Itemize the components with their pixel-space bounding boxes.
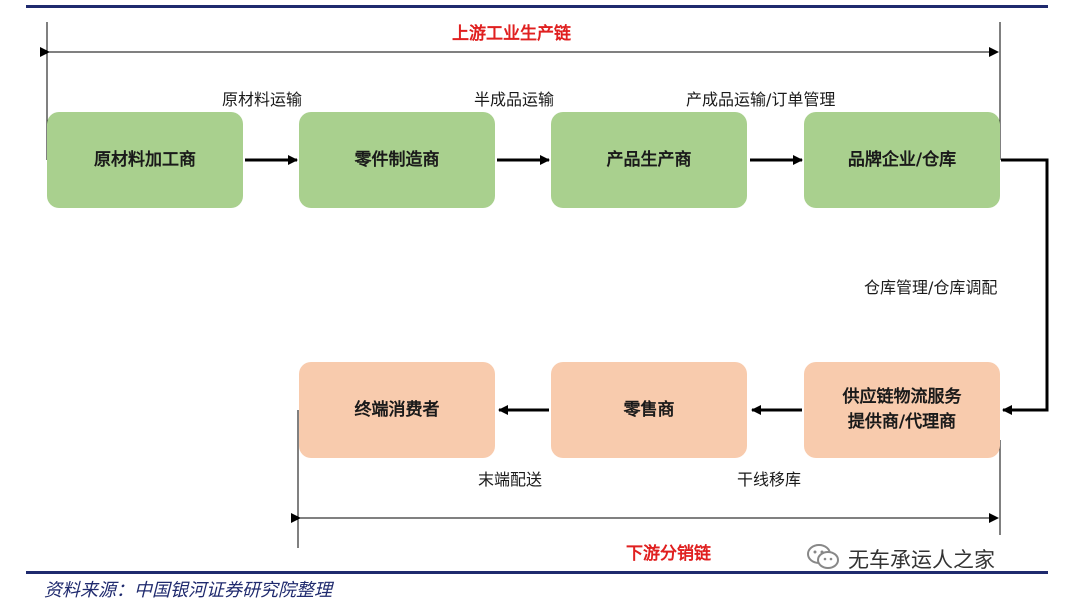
edge-label-raw-transport: 原材料运输 (222, 90, 303, 109)
edge-label-semi-transport: 半成品运输 (474, 90, 555, 109)
node-brand-warehouse-label: 品牌企业/仓库 (847, 149, 957, 170)
node-raw-material-processor: 原材料加工商 (47, 112, 243, 208)
node-logistics-provider-line1: 供应链物流服务 (842, 387, 962, 408)
upstream-title: 上游工业生产链 (452, 24, 571, 44)
bottom-rule (26, 571, 1048, 574)
node-logistics-provider: 供应链物流服务 提供商/代理商 (804, 362, 1000, 458)
node-parts-manufacturer-label: 零件制造商 (354, 149, 440, 170)
edge-label-finished-transport: 产成品运输/订单管理 (686, 90, 836, 109)
node-parts-manufacturer: 零件制造商 (299, 112, 495, 208)
edge-label-trunk-transfer: 干线移库 (737, 470, 802, 489)
node-end-consumer-label: 终端消费者 (354, 399, 440, 420)
watermark: 无车承运人之家 (806, 543, 995, 575)
connector-label-warehouse: 仓库管理/仓库调配 (864, 278, 998, 297)
wechat-icon (806, 543, 840, 575)
node-raw-material-processor-label: 原材料加工商 (94, 149, 196, 170)
watermark-text: 无车承运人之家 (848, 548, 995, 572)
top-rule (26, 5, 1048, 8)
connector-brand-to-logistics (1001, 158, 1049, 415)
source-note: 资料来源：中国银河证券研究院整理 (44, 580, 332, 601)
node-product-producer: 产品生产商 (551, 112, 747, 208)
node-product-producer-label: 产品生产商 (606, 149, 692, 170)
node-retailer: 零售商 (551, 362, 747, 458)
node-end-consumer: 终端消费者 (299, 362, 495, 458)
node-brand-warehouse: 品牌企业/仓库 (804, 112, 1000, 208)
downstream-title: 下游分销链 (626, 544, 711, 564)
node-retailer-label: 零售商 (623, 399, 675, 420)
edge-label-last-mile: 末端配送 (478, 470, 543, 489)
node-logistics-provider-line2: 提供商/代理商 (847, 412, 957, 432)
